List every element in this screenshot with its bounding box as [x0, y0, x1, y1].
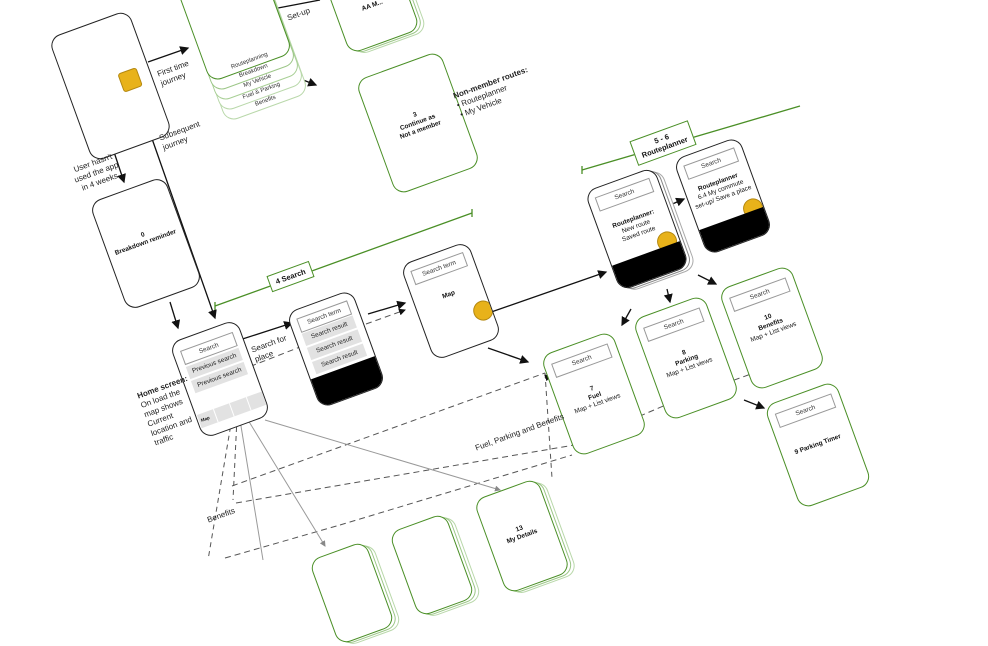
arrow-map-fuel [487, 347, 530, 364]
benefits-search-input[interactable]: Search [729, 277, 791, 312]
arrow-route-fuel [621, 308, 632, 327]
arrow-setup [277, 0, 321, 9]
arrow-subsequent [149, 132, 217, 320]
fuel-search-input[interactable]: Search [551, 343, 613, 378]
breakdown-title: Breakdown reminder [114, 228, 178, 257]
dash-results-map [365, 308, 406, 325]
app-icon [117, 67, 143, 93]
arrow-route-benefits [697, 274, 718, 285]
map-title: Map [441, 289, 457, 301]
parking-timer-search-input[interactable]: Search [774, 393, 837, 429]
arrow-route-parking [663, 288, 673, 304]
tab-4[interactable] [245, 391, 267, 411]
parking-search-input[interactable]: Search [643, 307, 705, 342]
arrow-parking-timer [743, 399, 766, 410]
arrow-results-map [367, 300, 407, 315]
aa-member-title: AA M... [360, 0, 384, 13]
arrow-map-route [473, 270, 608, 319]
arrow-route-commute [669, 197, 686, 207]
search-phase-bracket [214, 212, 473, 307]
arrow-first-time [147, 46, 190, 63]
parking-timer-title: 9 Parking Timer [793, 432, 842, 457]
arrow-breakdown-home [169, 301, 181, 330]
connector-layer [111, 0, 801, 560]
